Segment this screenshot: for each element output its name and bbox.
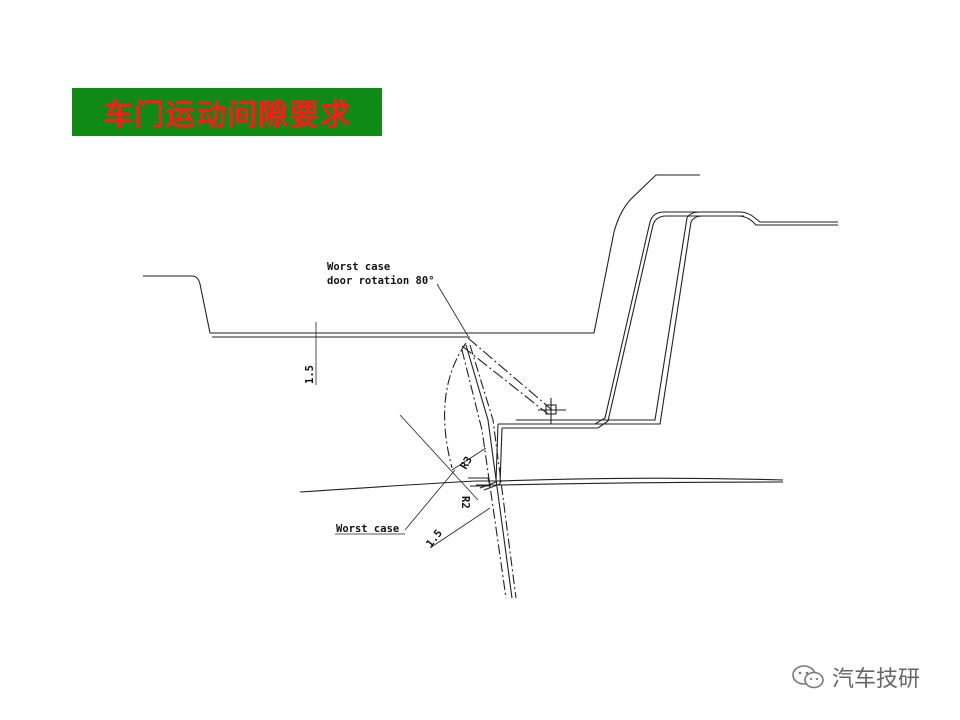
- door-rotated-line: [467, 337, 553, 411]
- body-panel-outline: [143, 174, 700, 334]
- door-skin-right: [469, 344, 517, 599]
- door-skin-left: [465, 344, 513, 599]
- construction-line: [399, 414, 479, 501]
- leader-worst-case-rotation: [436, 283, 469, 337]
- door-skin-inner: [461, 349, 507, 599]
- door-step-line-2: [483, 427, 503, 491]
- title-banner: 车门运动间隙要求: [72, 88, 382, 136]
- clearance-bracket: [468, 477, 491, 487]
- door-frame-line-c: [516, 211, 742, 421]
- label-r3: R3: [458, 455, 475, 472]
- label-dim-vertical: 1.5: [304, 365, 316, 384]
- page-title: 车门运动间隙要求: [103, 98, 351, 133]
- wechat-icon: [792, 665, 824, 689]
- dimension-diagonal-line: [429, 507, 491, 549]
- sill-line-lower: [476, 481, 784, 486]
- watermark: 汽车技研: [790, 662, 920, 692]
- leader-worst-case: [404, 469, 456, 531]
- door-frame-line-a: [498, 211, 838, 425]
- label-worst-case-rotation-1: Worst case: [327, 261, 390, 273]
- label-worst-case-rotation-2: door rotation 80°: [327, 275, 434, 287]
- door-swing-arc: [444, 342, 467, 469]
- watermark-text: 汽车技研: [832, 667, 921, 692]
- door-frame-line-d: [516, 215, 744, 425]
- label-worst-case: Worst case: [336, 523, 399, 535]
- sill-line-upper: [299, 477, 784, 493]
- label-dim-diagonal: 1.5: [424, 528, 445, 550]
- r-dimension-leader: [451, 447, 487, 471]
- door-rotated-line-2: [461, 345, 549, 415]
- door-frame-line-b: [502, 215, 838, 429]
- label-r2: R2: [459, 496, 471, 509]
